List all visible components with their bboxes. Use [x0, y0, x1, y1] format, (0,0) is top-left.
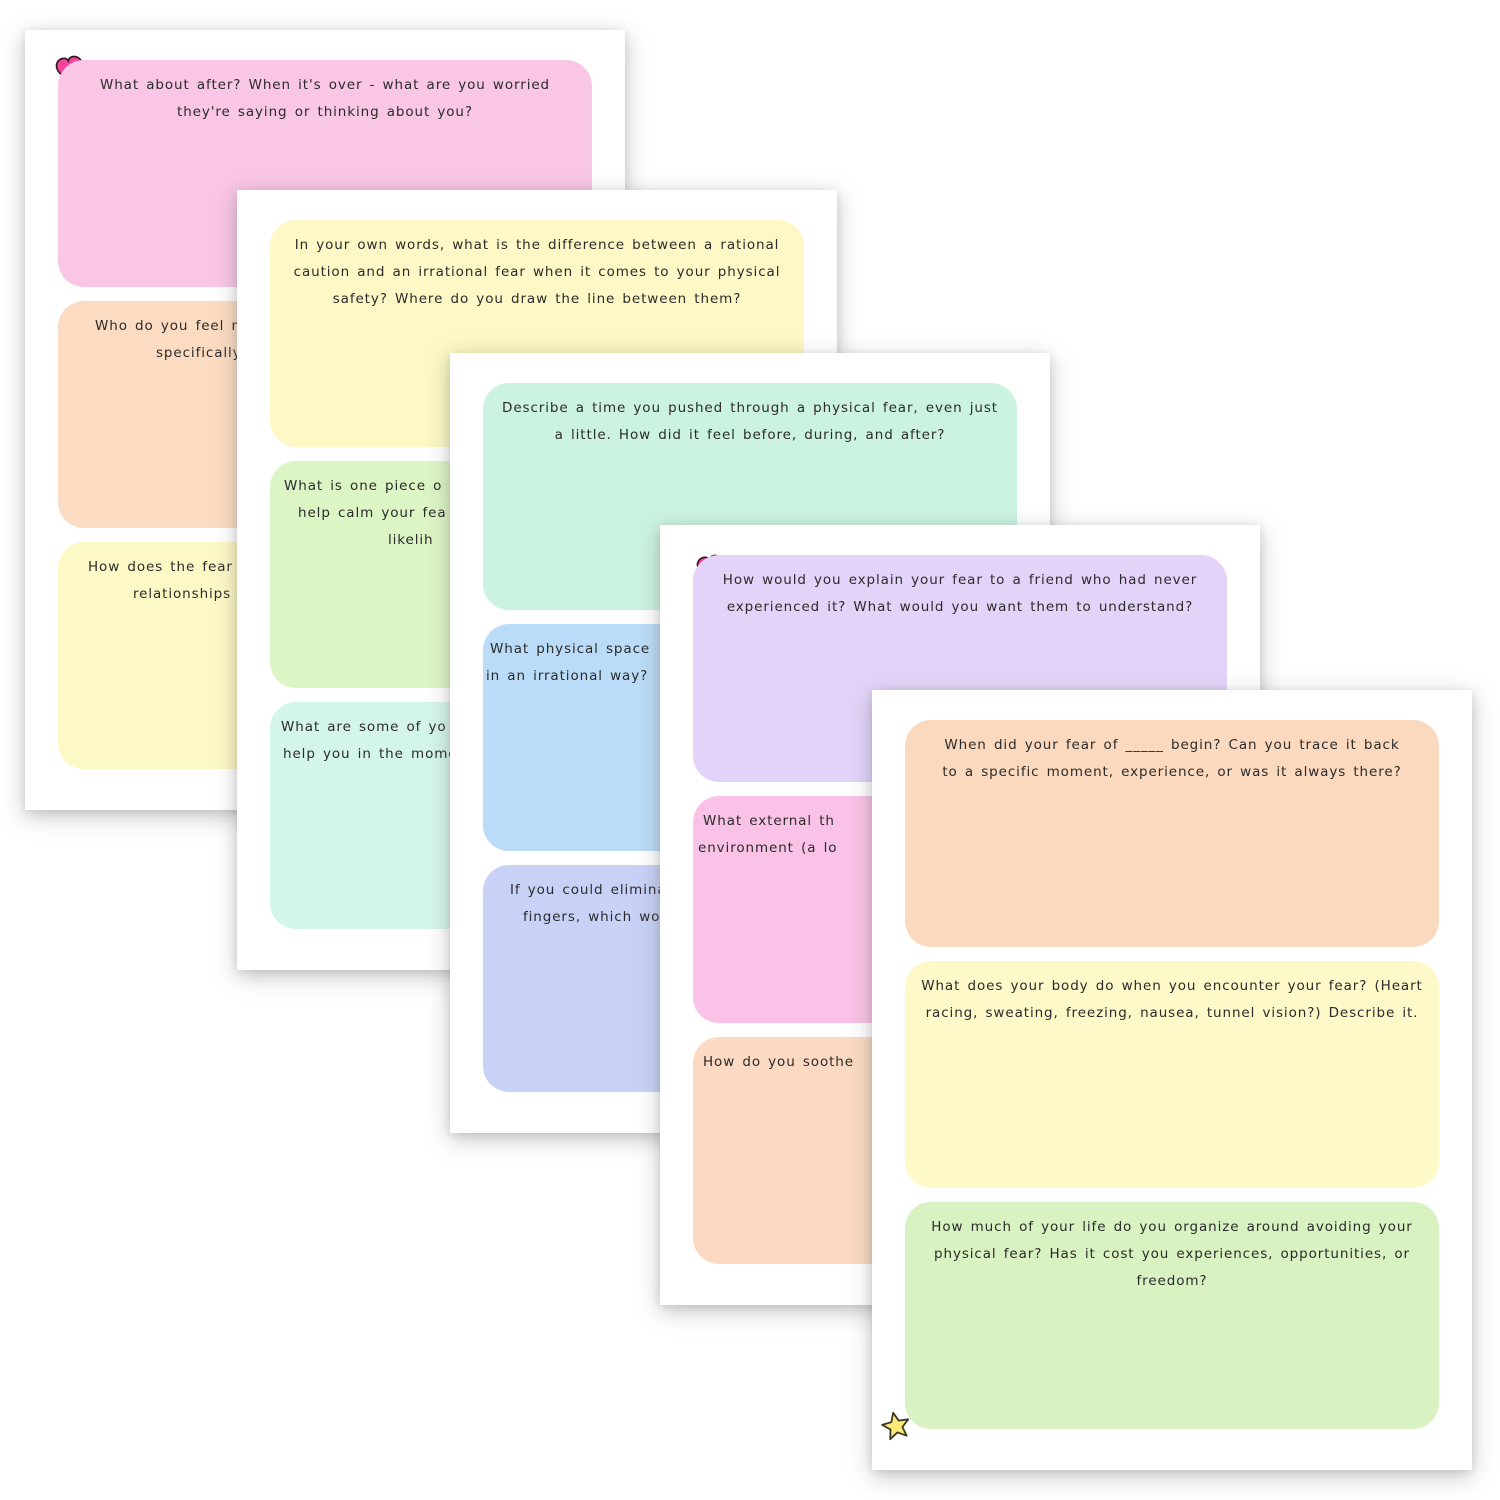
- prompt-line: to a specific moment, experience, or was…: [942, 764, 1402, 780]
- prompt-line: freedom?: [1136, 1273, 1208, 1289]
- prompt-line: help you in the mome: [283, 746, 458, 762]
- prompt-line: Describe a time you pushed through a phy…: [502, 400, 998, 416]
- star-shape: [881, 1411, 910, 1441]
- prompt-line: environment (a lo: [698, 840, 838, 856]
- prompt-line: help calm your fea: [298, 505, 447, 521]
- prompt-box: How much of your life do you organize ar…: [905, 1202, 1439, 1429]
- prompt-line: How would you explain your fear to a fri…: [722, 572, 1198, 588]
- prompt-line: In your own words, what is the differenc…: [294, 237, 780, 253]
- prompt-line: What about after? When it's over - what …: [99, 77, 551, 93]
- prompt-box-list: When did your fear of _____ begin? Can y…: [905, 720, 1439, 1429]
- prompt-line: When did your fear of _____ begin? Can y…: [944, 737, 1400, 753]
- prompt-line: a little. How did it feel before, during…: [554, 427, 946, 443]
- prompt-line: they're saying or thinking about you?: [177, 104, 473, 120]
- prompt-line: likelih: [388, 532, 434, 548]
- prompt-line: caution and an irrational fear when it c…: [293, 264, 781, 280]
- prompt-line: safety? Where do you draw the line betwe…: [332, 291, 742, 307]
- prompt-line: How much of your life do you organize ar…: [931, 1219, 1413, 1235]
- prompt-line: What physical space: [490, 641, 651, 657]
- prompt-line: Who do you feel m: [95, 318, 246, 334]
- prompt-line: What does your body do when you encounte…: [921, 978, 1423, 994]
- prompt-line: What external th: [703, 813, 835, 829]
- prompt-box: When did your fear of _____ begin? Can y…: [905, 720, 1439, 947]
- prompt-line: physical fear? Has it cost you experienc…: [934, 1246, 1410, 1262]
- prompt-line: in an irrational way?: [486, 668, 649, 684]
- prompt-line: What is one piece o: [284, 478, 443, 494]
- prompt-line: racing, sweating, freezing, nausea, tunn…: [925, 1005, 1419, 1021]
- prompt-line: How do you soothe: [703, 1054, 854, 1070]
- prompt-line: specifically: [156, 345, 242, 361]
- prompt-line: If you could eliminat: [510, 882, 673, 898]
- prompt-line: experienced it? What would you want them…: [726, 599, 1194, 615]
- prompt-box: What does your body do when you encounte…: [905, 961, 1439, 1188]
- prompt-line: fingers, which wo: [523, 909, 661, 925]
- prompt-line: How does the fear: [88, 559, 233, 575]
- prompt-line: relationships: [133, 586, 232, 602]
- prompt-line: What are some of yo: [281, 719, 447, 735]
- star-icon: [877, 1407, 915, 1445]
- worksheet-page-5: When did your fear of _____ begin? Can y…: [872, 690, 1472, 1470]
